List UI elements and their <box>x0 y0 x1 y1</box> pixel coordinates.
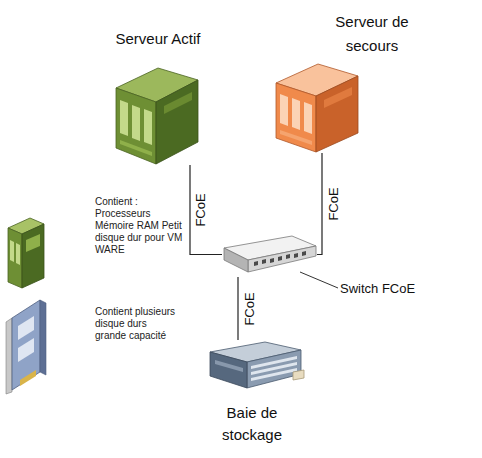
disk-card-illustration <box>6 300 46 394</box>
node-label: Baie de stockage <box>207 402 297 446</box>
icon-facet <box>270 258 274 263</box>
storage-array: Baie de stockage <box>205 340 305 390</box>
fcoe-link <box>237 277 238 340</box>
link-label: FCoE <box>327 187 341 220</box>
icon-facet <box>210 352 247 388</box>
blade-illustration <box>8 218 44 288</box>
icon-facet <box>215 360 243 372</box>
icon-facet <box>304 102 312 134</box>
fcoe-link <box>317 153 322 255</box>
node-label: Serveur Actif <box>68 28 248 50</box>
icon-facet <box>144 109 152 145</box>
blade-panel <box>16 243 20 265</box>
icon-facet <box>276 83 316 152</box>
card-chip <box>18 316 34 340</box>
icon-facet <box>292 98 300 130</box>
icon-facet <box>248 246 316 272</box>
icon-facet <box>280 130 312 145</box>
callout-note: Contient : Processeurs Mémoire RAM Petit… <box>95 196 187 256</box>
icon-facet <box>120 140 152 156</box>
icon-facet <box>120 100 128 136</box>
icon-facet <box>286 254 290 259</box>
blade-front <box>8 228 22 288</box>
blade-panel <box>10 240 14 262</box>
card-bracket <box>6 318 12 394</box>
blade-side <box>22 224 44 288</box>
callout-note: Contient plusieurs disque durs grande ca… <box>95 306 179 342</box>
backup-server-icon <box>268 58 363 153</box>
icon-facet <box>156 80 198 164</box>
card-chip <box>18 338 34 362</box>
link-label: FCoE <box>243 292 257 325</box>
fcoe-link <box>190 165 222 255</box>
icon-facet <box>132 105 140 141</box>
card-connector <box>20 370 36 386</box>
icon-facet <box>262 259 266 264</box>
icon-facet <box>247 350 301 388</box>
node-label: Serveur de secours <box>317 10 427 58</box>
icon-facet <box>324 87 352 108</box>
icon-facet <box>254 261 258 266</box>
icon-facet <box>316 76 358 152</box>
icon-facet <box>278 256 282 261</box>
icon-facet <box>294 253 298 258</box>
active-server-icon <box>108 60 203 165</box>
blade-slot <box>26 234 40 252</box>
storage-array-icon <box>205 340 305 390</box>
icon-facet <box>224 248 248 272</box>
link-label: FCoE <box>194 193 208 226</box>
fcoe-switch: Switch FCoE <box>222 232 317 277</box>
icon-facet <box>280 94 288 126</box>
icon-facet <box>293 370 304 380</box>
backup-server: Serveur de secours <box>268 58 363 153</box>
active-server: Serveur Actif <box>108 60 203 165</box>
card-face <box>12 300 40 390</box>
icon-facet <box>302 251 306 256</box>
node-label: Switch FCoE <box>340 281 450 297</box>
icon-facet <box>251 368 297 381</box>
card-edge <box>40 300 46 375</box>
leader-line <box>300 272 338 288</box>
icon-facet <box>116 88 156 164</box>
icon-facet <box>164 92 192 114</box>
fcoe-switch-icon <box>222 232 317 277</box>
